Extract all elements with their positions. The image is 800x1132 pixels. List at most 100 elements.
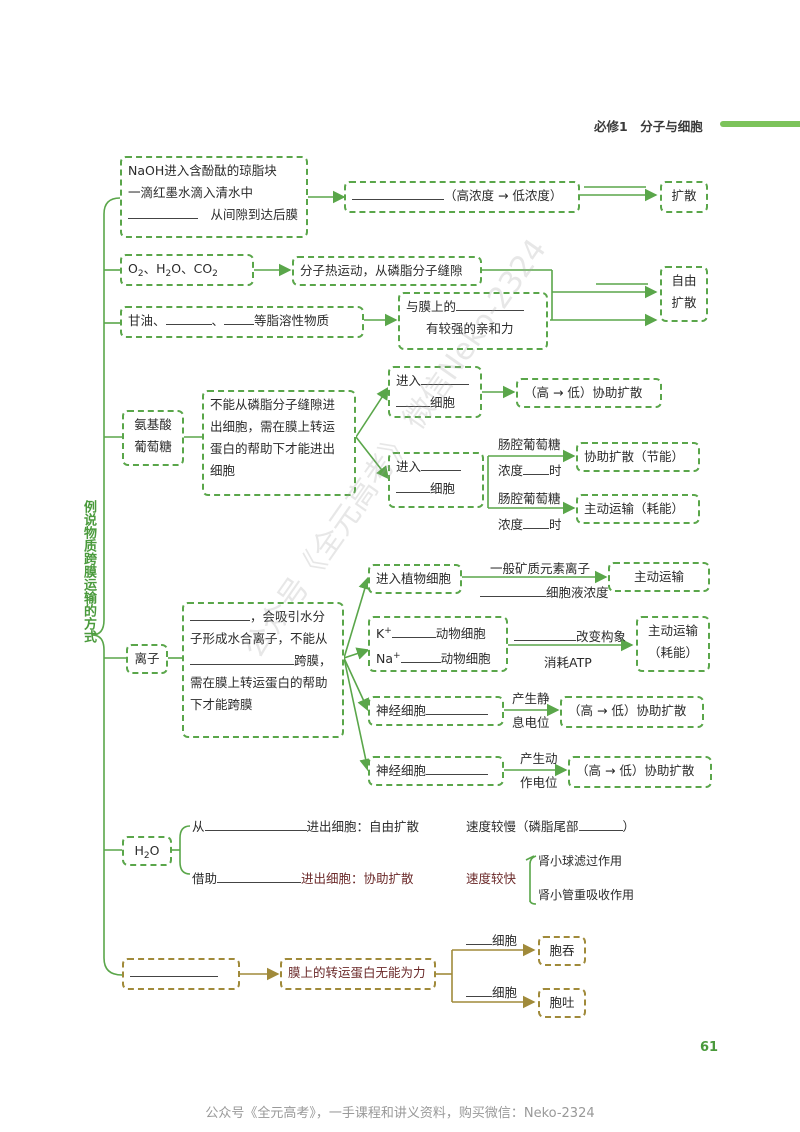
ion-desc-row-1: ，会吸引水分 xyxy=(190,606,336,628)
diffusion-mid: （高浓度 → 低浓度） xyxy=(444,188,563,203)
cond1-result-box: 协助扩散（节能） xyxy=(576,442,700,472)
glycerol-box: 甘油、 、 等脂溶性物质 xyxy=(120,306,364,338)
water-via: 借助 xyxy=(192,871,218,886)
ion-desc-row-3: 跨膜， xyxy=(190,650,336,672)
nerve2-result-box: （高 → 低）协助扩散 xyxy=(568,756,712,788)
exo: 胞吐 xyxy=(549,995,575,1010)
cond1-c: 时 xyxy=(549,463,562,478)
diffusion-result: 扩散 xyxy=(671,188,697,203)
plant-box: 进入植物细胞 xyxy=(368,564,462,594)
affinity-a: 与膜上的 xyxy=(406,299,457,314)
plant-bottom: 细胞液浓度 xyxy=(546,585,609,600)
h2o-o: O xyxy=(171,261,182,276)
nerve1-result: （高 → 低）协助扩散 xyxy=(568,703,687,718)
blank xyxy=(466,930,492,945)
amino-a: 氨基酸 xyxy=(134,417,172,432)
kidney-1: 肾小球滤过作用 xyxy=(538,854,623,868)
change: 改变构象 xyxy=(576,629,627,644)
water-h: H xyxy=(134,843,144,858)
blank xyxy=(421,456,462,471)
h2o-sub: 2 xyxy=(165,269,172,279)
nerve1-box: 神经细胞 xyxy=(368,696,504,726)
bulk-desc: 膜上的转运蛋白无能为力 xyxy=(288,965,426,980)
cond2-row: 浓度 时 xyxy=(498,514,562,533)
water-slow-row: 速度较慢（磷脂尾部 ） xyxy=(466,816,635,835)
blank xyxy=(128,204,198,219)
plant-bottom-row: 细胞液浓度 xyxy=(480,582,609,601)
na-plus: + xyxy=(393,651,401,661)
enter2-row-2: 细胞 xyxy=(396,478,476,500)
ion-desc-box: ，会吸引水分 子形成水合离子，不能从 跨膜， 需在膜上转运蛋白的帮助 下才能跨膜 xyxy=(182,602,344,738)
sep-1: 、 xyxy=(143,261,157,276)
blank xyxy=(190,650,294,665)
endo-box: 胞吞 xyxy=(538,936,586,966)
amino-desc-2: 蛋白的帮助下才能进出 xyxy=(210,441,336,456)
enter2-b: 细胞 xyxy=(430,481,456,496)
blank xyxy=(224,310,255,325)
glycerol-a: 甘油、 xyxy=(128,313,166,328)
diffusion-line-1: NaOH进入含酚酞的琼脂块 xyxy=(128,163,277,178)
blank xyxy=(352,185,444,200)
free-diffusion-result-box: 自由 扩散 xyxy=(660,266,708,322)
enter2-row-1: 进入 xyxy=(396,456,476,478)
water-box: H2O xyxy=(122,836,172,866)
enter1-result: （高 → 低）协助扩散 xyxy=(524,385,643,400)
footer-text: 公众号《全元高考》，一手课程和讲义资料，购买微信：Neko-2324 xyxy=(205,1106,595,1121)
bulk-desc-box: 膜上的转运蛋白无能为力 xyxy=(280,958,436,990)
bulk-blank-box xyxy=(122,958,240,990)
h2o-h: H xyxy=(156,261,166,276)
vertical-title: 例说物质跨膜运输的方式 xyxy=(81,500,96,643)
bulk-cell1: 细胞 xyxy=(492,933,518,948)
water-via-b: 进出细胞：协助扩散 xyxy=(301,871,414,886)
animal-result-box: 主动运输 （耗能） xyxy=(636,616,710,672)
kna-box: K+动物细胞 Na+动物细胞 xyxy=(368,616,508,672)
cond2-result: 主动运输（耗能） xyxy=(584,501,685,516)
blank xyxy=(396,478,430,493)
blank xyxy=(466,982,492,997)
water-slow-end: ） xyxy=(622,819,636,834)
diffusion-line-2: 一滴红墨水滴入清水中 xyxy=(128,185,254,200)
nerve1-result-box: （高 → 低）协助扩散 xyxy=(560,696,704,728)
blank xyxy=(426,700,489,715)
amino-desc-0: 不能从磷脂分子缝隙进 xyxy=(210,397,336,412)
ion-desc-a: ，会吸引水分 xyxy=(250,609,326,624)
sep-2: 、 xyxy=(181,261,194,276)
cond1-row: 浓度 时 xyxy=(498,460,562,479)
na-row: Na+动物细胞 xyxy=(376,645,500,670)
cond1-result: 协助扩散（节能） xyxy=(584,449,685,464)
k-plus: + xyxy=(384,626,392,636)
cond2-b: 浓度 xyxy=(498,517,524,532)
amino-box: 氨基酸 葡萄糖 xyxy=(122,410,184,466)
o2-sub: 2 xyxy=(137,269,144,279)
free-diffusion-b: 扩散 xyxy=(671,295,697,310)
blank xyxy=(578,816,623,831)
cond1-b: 浓度 xyxy=(498,463,524,478)
plant-result: 主动运输 xyxy=(633,569,684,584)
diffusion-result-box: 扩散 xyxy=(660,181,708,213)
plant-result-box: 主动运输 xyxy=(608,562,710,592)
change-row: 改变构象 xyxy=(514,626,626,645)
cond2-c: 时 xyxy=(549,517,562,532)
rest-a: 产生静 xyxy=(512,691,550,706)
bulk-cell2: 细胞 xyxy=(492,985,518,1000)
animal-2: 动物细胞 xyxy=(440,651,491,666)
blank xyxy=(391,623,436,638)
blank xyxy=(204,816,307,831)
water-from-b: 进出细胞：自由扩散 xyxy=(306,819,420,834)
water-slow: 速度较慢（磷脂尾部 xyxy=(466,819,579,834)
blank xyxy=(165,310,212,325)
diffusion-line-3-row: 从间隙到达后膜 xyxy=(128,204,300,226)
action-b: 作电位 xyxy=(520,775,558,790)
nerve2: 神经细胞 xyxy=(376,763,427,778)
rest-b: 息电位 xyxy=(512,715,550,730)
affinity-b: 有较强的亲和力 xyxy=(426,321,514,336)
blank xyxy=(426,760,489,775)
cond1-a: 肠腔葡萄糖 xyxy=(498,437,561,452)
water-from-row: 从进出细胞：自由扩散 xyxy=(192,816,419,835)
ion-box: 离子 xyxy=(126,644,168,674)
bulk-cell2-row: 细胞 xyxy=(466,982,517,1001)
glycerol-b: 、 xyxy=(211,313,225,328)
kidney-2: 肾小管重吸收作用 xyxy=(538,888,635,902)
animal-1: 动物细胞 xyxy=(435,626,486,641)
glycerol-c: 等脂溶性物质 xyxy=(254,313,330,328)
